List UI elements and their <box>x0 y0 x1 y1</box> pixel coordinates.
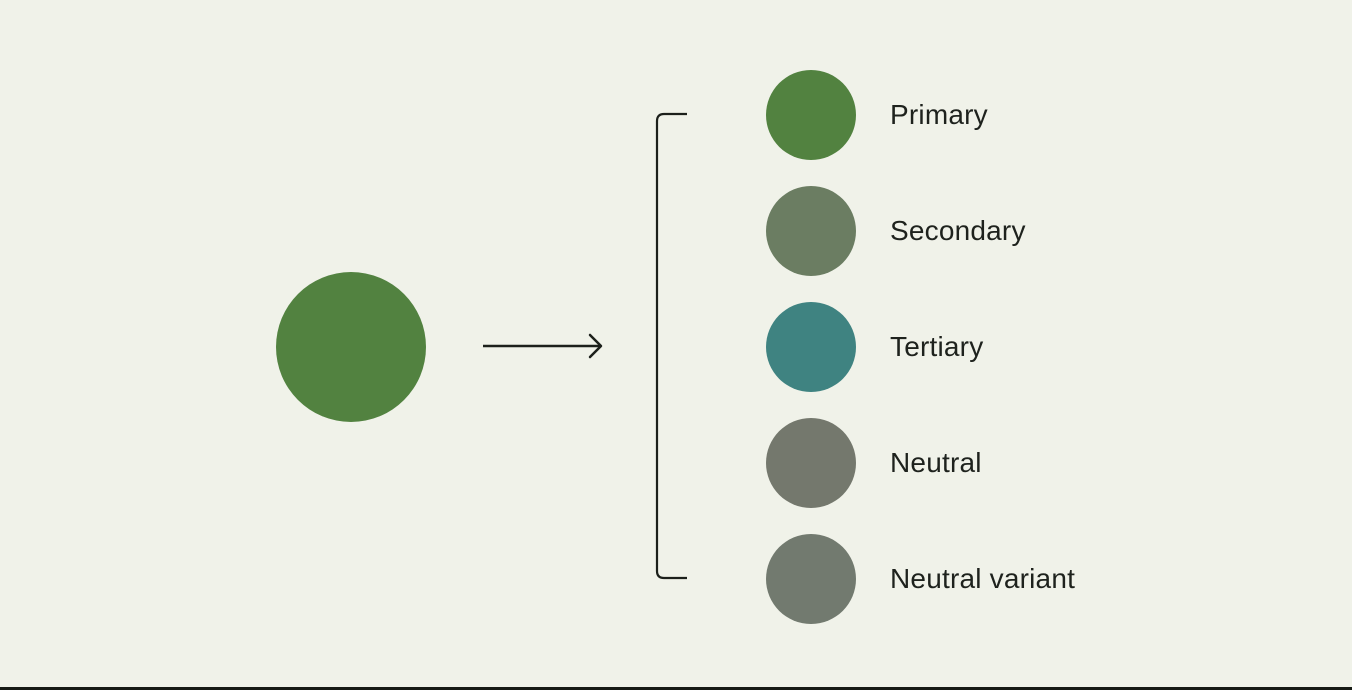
neutral-label: Neutral <box>890 447 982 478</box>
tertiary-color-swatch <box>766 302 856 392</box>
arrow-right-icon <box>483 333 603 359</box>
role-row-neutral-variant: Neutral variant <box>766 534 1075 624</box>
neutral-color-swatch <box>766 418 856 508</box>
secondary-color-swatch <box>766 186 856 276</box>
role-row-primary: Primary <box>766 70 988 160</box>
source-color-circle <box>276 272 426 422</box>
role-row-secondary: Secondary <box>766 186 1026 276</box>
role-row-neutral: Neutral <box>766 418 982 508</box>
primary-color-swatch <box>766 70 856 160</box>
secondary-label: Secondary <box>890 215 1026 246</box>
primary-label: Primary <box>890 99 988 130</box>
bottom-edge-bar <box>0 687 1352 690</box>
tertiary-label: Tertiary <box>890 331 984 362</box>
bracket-icon <box>655 112 687 580</box>
neutral-variant-color-swatch <box>766 534 856 624</box>
neutral-variant-label: Neutral variant <box>890 563 1076 594</box>
role-row-tertiary: Tertiary <box>766 302 983 392</box>
